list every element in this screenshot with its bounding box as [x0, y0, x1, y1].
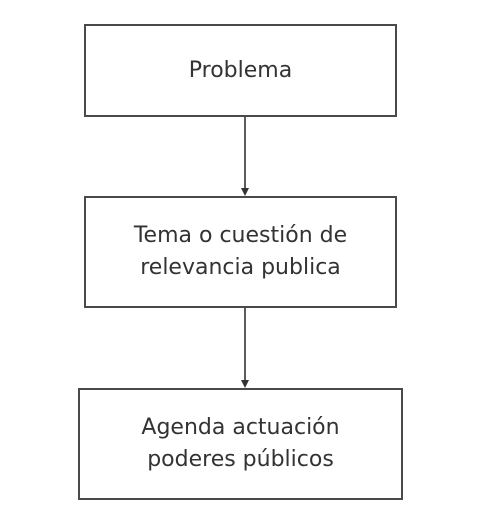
node-agenda-actuacion: Agenda actuación poderes públicos [78, 388, 403, 500]
node-problema: Problema [84, 24, 397, 117]
node-tema-line-1: Tema o cuestión de [133, 223, 348, 249]
node-agenda-line-2: poderes públicos [147, 447, 334, 472]
node-problema-line-1: Problema [188, 57, 293, 83]
node-tema-relevancia-publica: Tema o cuestión de relevancia publica [84, 196, 397, 308]
node-agenda-line-1: Agenda actuación [141, 415, 340, 441]
node-tema-line-2: relevancia publica [140, 255, 341, 280]
